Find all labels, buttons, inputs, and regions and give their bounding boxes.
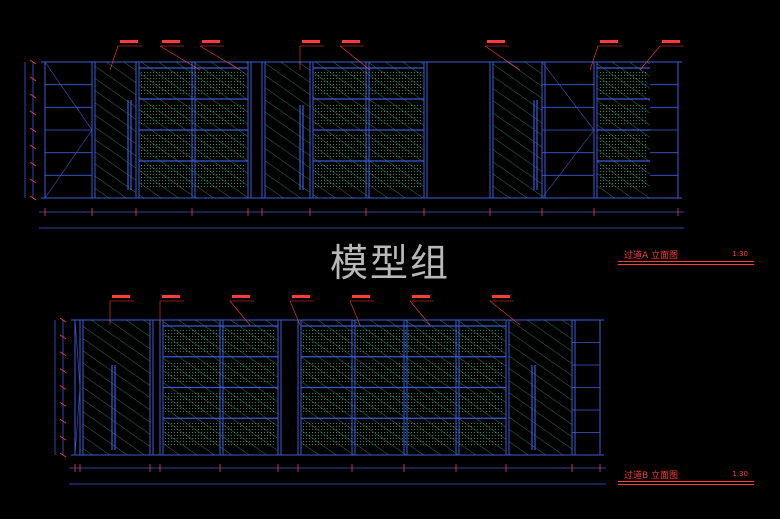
shelf-band — [599, 103, 648, 126]
dimension-tick — [29, 127, 37, 133]
shelf-band — [599, 134, 648, 157]
leader-line — [229, 300, 251, 326]
dimension-tick — [59, 317, 67, 323]
shelf-band — [141, 103, 246, 126]
elevation-a-title: 过道A 立面图 — [624, 251, 679, 261]
leader-line — [199, 45, 241, 71]
leader-note-mark — [292, 295, 310, 298]
leader-line — [409, 300, 431, 326]
leader-note-mark — [342, 40, 360, 43]
dimension-tick — [59, 351, 67, 357]
leader-line — [109, 45, 119, 71]
elevation-b-title: 过道B 立面图 — [624, 471, 679, 481]
door-swing-line — [44, 61, 93, 131]
dimension-tick — [29, 76, 37, 82]
dimension-tick — [59, 402, 67, 407]
leader-note-mark — [120, 40, 138, 43]
leader-note-mark — [112, 295, 130, 298]
dimension-tick — [29, 161, 37, 167]
leader-line — [489, 300, 521, 326]
shelf-band — [599, 72, 648, 95]
shelf-band — [141, 134, 246, 157]
dimension-tick — [59, 418, 67, 424]
leader-note-mark — [662, 40, 680, 43]
dimension-tick — [59, 385, 67, 390]
dimension-tick — [29, 93, 37, 99]
leader-line — [589, 45, 599, 71]
elevation-b-scale: 1:30 — [732, 470, 748, 478]
leader-line — [484, 45, 521, 71]
dimension-tick — [59, 368, 67, 373]
leader-line — [349, 300, 361, 326]
leader-note-mark — [412, 295, 430, 298]
leader-note-mark — [162, 40, 180, 43]
dimension-tick — [29, 144, 37, 150]
door-swing-line — [541, 61, 595, 131]
watermark-text: 模型组 — [329, 241, 450, 285]
elevation-a-title-block: 过道A 立面图 1:30 — [618, 248, 754, 268]
leader-note-mark — [162, 295, 180, 298]
shelf-band — [141, 165, 246, 188]
glass-panel — [509, 320, 572, 455]
leader-note-mark — [302, 40, 320, 43]
door-swing-line — [541, 129, 595, 199]
dimension-tick — [29, 195, 37, 201]
leader-line — [639, 45, 661, 71]
dimension-tick — [59, 435, 67, 441]
glass-panel — [83, 320, 150, 455]
elevation-a-drawing — [24, 40, 684, 229]
elevation-b-drawing — [54, 295, 606, 485]
dimension-tick — [59, 334, 67, 340]
leader-note-mark — [487, 40, 505, 43]
dimension-tick — [29, 110, 37, 116]
glass-panel — [95, 62, 136, 198]
leader-note-mark — [352, 295, 370, 298]
shelf-band — [141, 72, 246, 95]
leader-line — [339, 45, 371, 71]
leader-note-mark — [600, 40, 618, 43]
leader-note-mark — [232, 295, 250, 298]
door-swing-line — [74, 319, 81, 388]
door-swing-line — [74, 387, 81, 456]
dimension-tick — [29, 178, 37, 184]
leader-line — [289, 300, 301, 326]
elevation-a-scale: 1:30 — [732, 250, 748, 258]
door-swing-line — [44, 129, 93, 199]
elevation-b-title-block: 过道B 立面图 1:30 — [618, 468, 754, 488]
glass-panel — [493, 62, 542, 198]
leader-line — [159, 45, 201, 71]
dimension-tick — [29, 59, 37, 65]
dimension-tick — [59, 452, 67, 458]
shelf-band — [599, 165, 648, 188]
leader-note-mark — [202, 40, 220, 43]
leader-note-mark — [492, 295, 510, 298]
